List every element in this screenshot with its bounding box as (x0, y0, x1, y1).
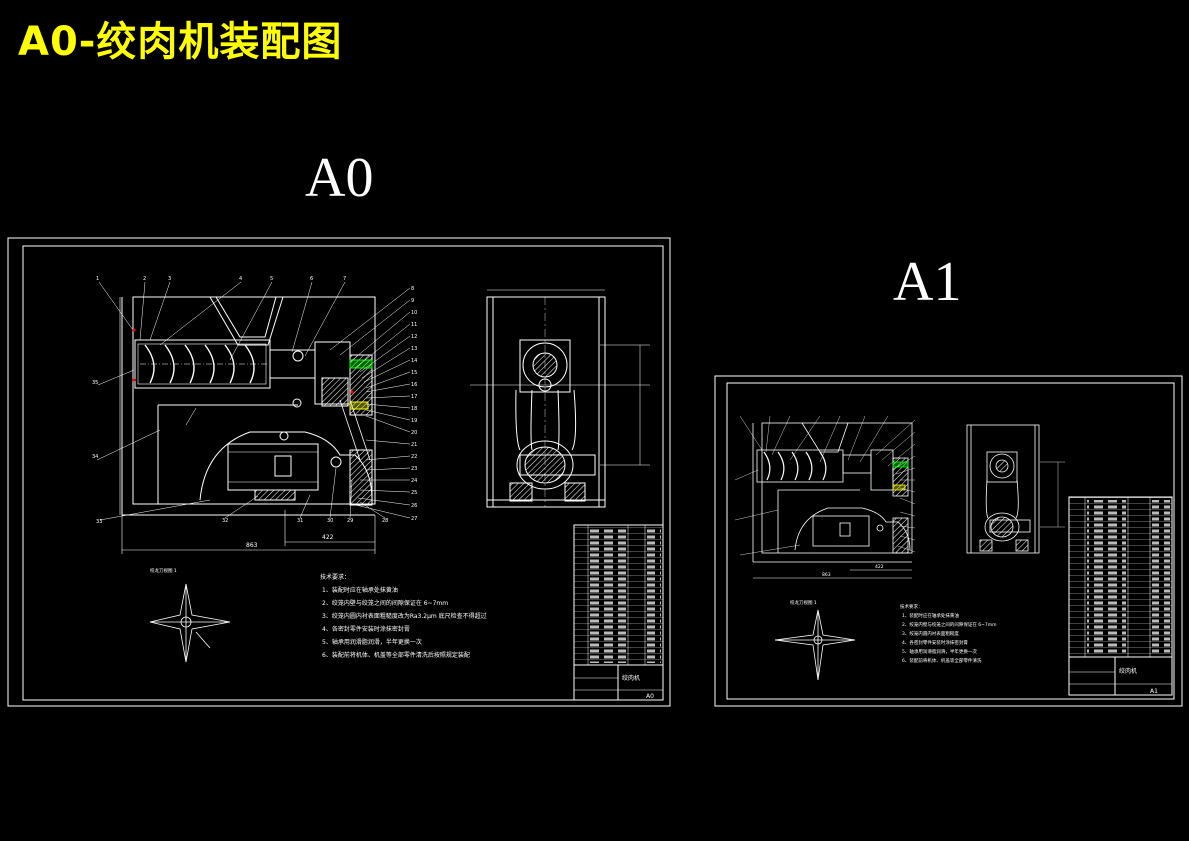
sheet-a1-outer-border (714, 375, 1183, 707)
a0-side-view (470, 289, 650, 508)
a1-note-6: 6、装配前将机体、机盖等全部零件清洗 (902, 657, 982, 664)
a0-note-6: 6、装配前将机体、机盖等全部零件清洗后按照规定装配 (322, 651, 470, 659)
svg-text:26: 26 (411, 503, 417, 509)
page-title: A0-绞肉机装配图 (18, 19, 343, 65)
a0-dim-sub: 422 (322, 534, 334, 541)
svg-text:24: 24 (411, 478, 417, 484)
a1-dim-width: 863 (822, 572, 831, 578)
svg-text:9: 9 (411, 298, 414, 304)
svg-text:31: 31 (297, 518, 303, 524)
a1-note-3: 3、绞笼内圆内衬表面粗糙度 (902, 630, 959, 637)
sheet-a0-outer-border (7, 237, 671, 707)
a1-leader-lines (734, 415, 916, 556)
a0-notes-heading: 技术要求： (320, 573, 350, 581)
svg-text:7: 7 (343, 276, 346, 282)
a1-note-4: 4、各密封零件安装时涂抹密封膏 (902, 639, 968, 646)
svg-text:14: 14 (411, 358, 417, 364)
sheet-a1: 863 422 (714, 375, 1183, 707)
svg-text:10: 10 (411, 310, 417, 316)
a1-note-2: 2、绞笼内壁与绞笼之间的间隙保证在 6~7mm (902, 621, 997, 628)
sheet-label-a0: A0 (305, 147, 374, 209)
a0-note-1: 1、装配时应在轴承处抹黄油 (322, 586, 398, 594)
svg-text:20: 20 (411, 430, 417, 436)
sheet-a1-inner-border (726, 382, 1175, 700)
a0-detail-view (149, 583, 231, 663)
svg-text:18: 18 (411, 406, 417, 412)
a1-title-block (1068, 496, 1173, 696)
svg-text:29: 29 (347, 518, 353, 524)
svg-text:27: 27 (411, 516, 417, 522)
a0-leader-lines (96, 281, 411, 521)
a0-dimension-lines (119, 297, 376, 554)
sheet-label-a1: A1 (893, 251, 962, 313)
svg-text:4: 4 (239, 276, 242, 282)
a1-title-block-name: 绞肉机 (1119, 667, 1137, 675)
a0-note-5: 5、轴承用润滑脂润滑，半年更换一次 (322, 638, 422, 646)
a1-note-1: 1、装配时应在轴承处抹黄油 (902, 612, 959, 619)
svg-text:2: 2 (143, 276, 146, 282)
svg-text:25: 25 (411, 490, 417, 496)
svg-text:8: 8 (411, 286, 414, 292)
svg-text:23: 23 (411, 466, 417, 472)
a0-title-block-name: 绞肉机 (622, 674, 640, 682)
svg-text:16: 16 (411, 382, 417, 388)
svg-text:12: 12 (411, 334, 417, 340)
svg-text:30: 30 (327, 518, 333, 524)
svg-text:28: 28 (382, 518, 388, 524)
svg-text:35: 35 (92, 380, 98, 386)
svg-text:32: 32 (222, 518, 228, 524)
svg-text:21: 21 (411, 442, 417, 448)
a0-dim-width: 863 (246, 542, 258, 549)
svg-text:5: 5 (270, 276, 273, 282)
svg-text:3: 3 (168, 276, 171, 282)
a1-dimension-lines (753, 569, 912, 579)
a0-detail-caption: 绞龙刀视图 1 (150, 567, 177, 574)
a0-note-3: 3、绞笼内圆内衬表面粗糙度改为Ra3.2μm 底尺检查不得超过 (322, 612, 487, 620)
svg-text:33: 33 (96, 519, 102, 525)
a1-detail-caption: 绞龙刀视图 1 (790, 599, 817, 606)
svg-text:34: 34 (92, 454, 98, 460)
a0-front-section-view (121, 296, 376, 516)
a0-sheet-code: A0 (646, 693, 654, 700)
a1-side-view (966, 424, 1065, 554)
sheet-a0-inner-border (22, 245, 664, 701)
svg-text:6: 6 (310, 276, 313, 282)
svg-text:22: 22 (411, 454, 417, 460)
svg-text:15: 15 (411, 370, 417, 376)
a0-note-2: 2、绞笼内壁与绞笼之间的间隙保证在 6~7mm (322, 599, 448, 607)
a1-detail-view (774, 609, 856, 681)
a1-dim-sub: 422 (875, 564, 884, 570)
svg-text:19: 19 (411, 418, 417, 424)
a0-note-4: 4、各密封零件安装时涂抹密封膏 (322, 625, 410, 633)
a1-front-section-view (752, 422, 913, 563)
svg-text:13: 13 (411, 346, 417, 352)
a1-note-5: 5、轴承用润滑脂润滑，半年更换一次 (902, 648, 977, 655)
a1-notes-heading: 技术要求： (900, 603, 923, 610)
a0-title-block (573, 524, 664, 701)
svg-text:11: 11 (411, 322, 417, 328)
svg-text:17: 17 (411, 394, 417, 400)
svg-text:1: 1 (96, 276, 99, 282)
a1-sheet-code: A1 (1150, 688, 1158, 695)
